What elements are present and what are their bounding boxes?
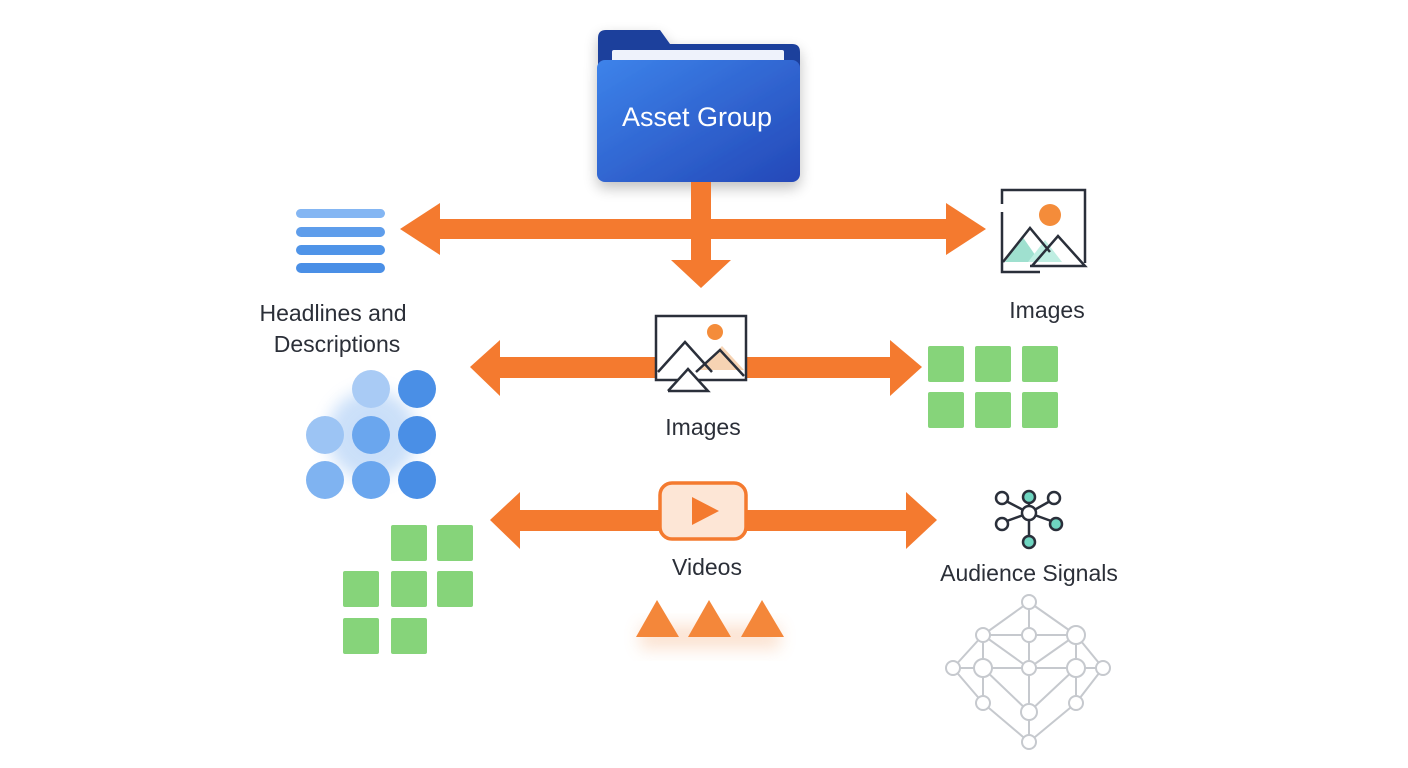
arrow-mid-right-head [890, 340, 922, 396]
videos-label: Videos [672, 554, 742, 580]
arrow-down-head [671, 260, 731, 288]
images-center-label: Images [665, 414, 740, 440]
arrow-mid-left-head [470, 340, 500, 396]
green-tile-grid-left [343, 525, 473, 654]
images-right-label: Images [1009, 297, 1084, 323]
blue-dot-grid [306, 370, 436, 499]
arrow-top-left-head [400, 203, 440, 255]
arrow-bot-right-head [906, 492, 937, 549]
text-lines-icon [296, 209, 385, 273]
image-icon [1000, 188, 1088, 274]
headlines-label-line1: Headlines and [259, 300, 406, 326]
orange-triangles [636, 600, 784, 649]
image-icon [654, 314, 748, 393]
stem-top [691, 182, 711, 222]
asset-group-folder [597, 30, 800, 182]
network-icon [994, 489, 1064, 550]
folder-front [597, 60, 800, 182]
headlines-label-line2: Descriptions [274, 331, 401, 357]
audience-label: Audience Signals [940, 560, 1118, 586]
stem-down [691, 237, 711, 262]
audience-network-graph [945, 594, 1111, 750]
arrow-bot-left-head [490, 492, 520, 549]
root-label: Asset Group [622, 102, 772, 132]
arrow-top-right-head [946, 203, 986, 255]
green-tile-grid-right [928, 346, 1058, 428]
arrow-top-shaft [440, 219, 950, 239]
play-icon [658, 481, 748, 541]
